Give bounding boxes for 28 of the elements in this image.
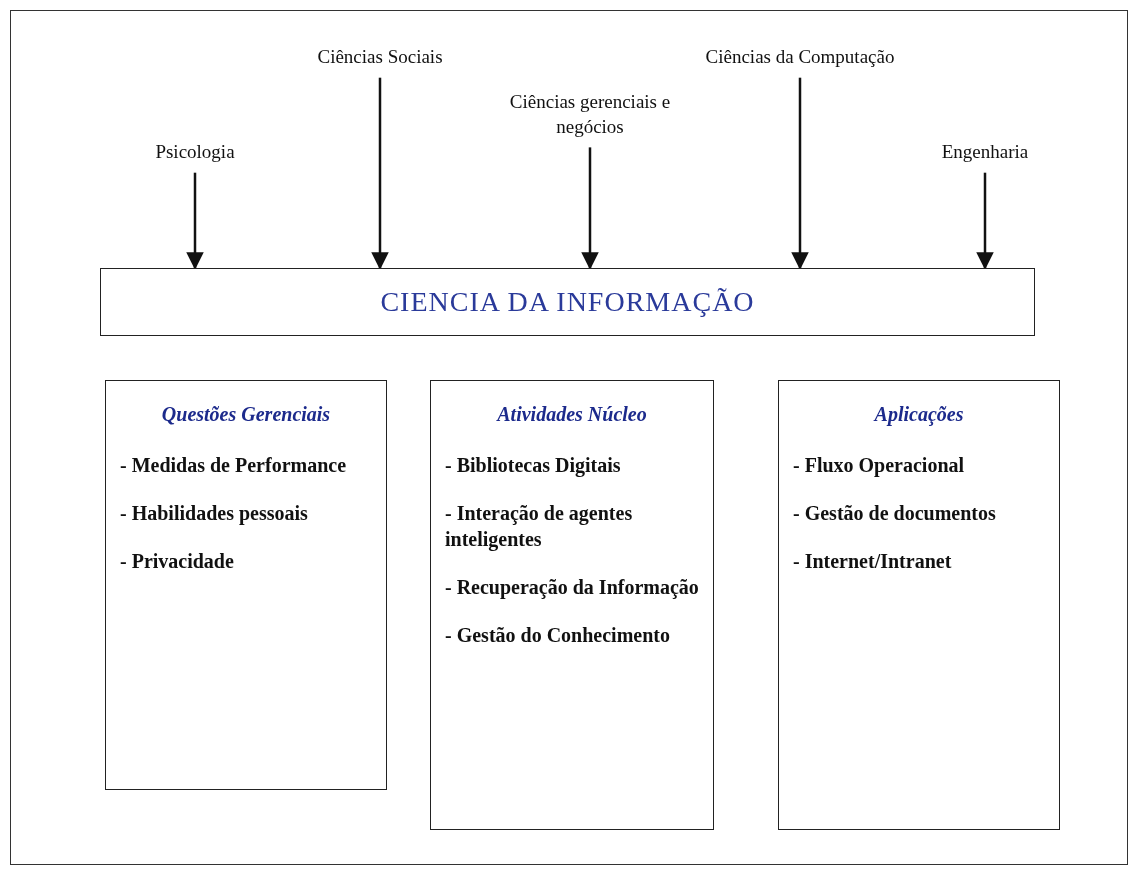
topic-item: - Internet/Intranet — [793, 549, 953, 574]
field-box — [100, 268, 1035, 336]
arrow — [371, 77, 389, 270]
topic-item: - Privacidade — [120, 549, 235, 574]
topic-card — [105, 380, 387, 790]
discipline-label: Engenharia — [900, 140, 1070, 165]
arrow — [581, 147, 599, 270]
card-heading: Questões Gerenciais — [160, 403, 332, 426]
arrow — [186, 172, 204, 270]
topic-item: - Recuperação da Informação — [445, 575, 699, 600]
topic-card — [430, 380, 714, 830]
topic-item: - Interação de agentes inteligentes — [445, 501, 634, 552]
topic-item: - Fluxo Operacional — [793, 453, 966, 478]
topic-item: - Medidas de Performance — [120, 453, 348, 478]
discipline-label: Psicologia — [110, 140, 280, 165]
arrow — [976, 172, 994, 270]
topic-card — [778, 380, 1060, 830]
topic-item: - Gestão de documentos — [793, 501, 997, 526]
arrow — [791, 77, 809, 270]
discipline-label: Ciências da Computação — [700, 45, 900, 70]
topic-item: - Gestão do Conhecimento — [445, 623, 671, 648]
discipline-label: Ciências Sociais — [300, 45, 460, 70]
card-heading: Aplicações — [872, 403, 965, 426]
field-title: CIENCIA DA INFORMAÇÃO — [380, 286, 755, 318]
topic-item: - Bibliotecas Digitais — [445, 453, 622, 478]
discipline-label: Ciências gerenciais e negócios — [505, 90, 675, 140]
topic-item: - Habilidades pessoais — [120, 501, 309, 526]
card-heading: Atividades Núcleo — [495, 403, 648, 426]
